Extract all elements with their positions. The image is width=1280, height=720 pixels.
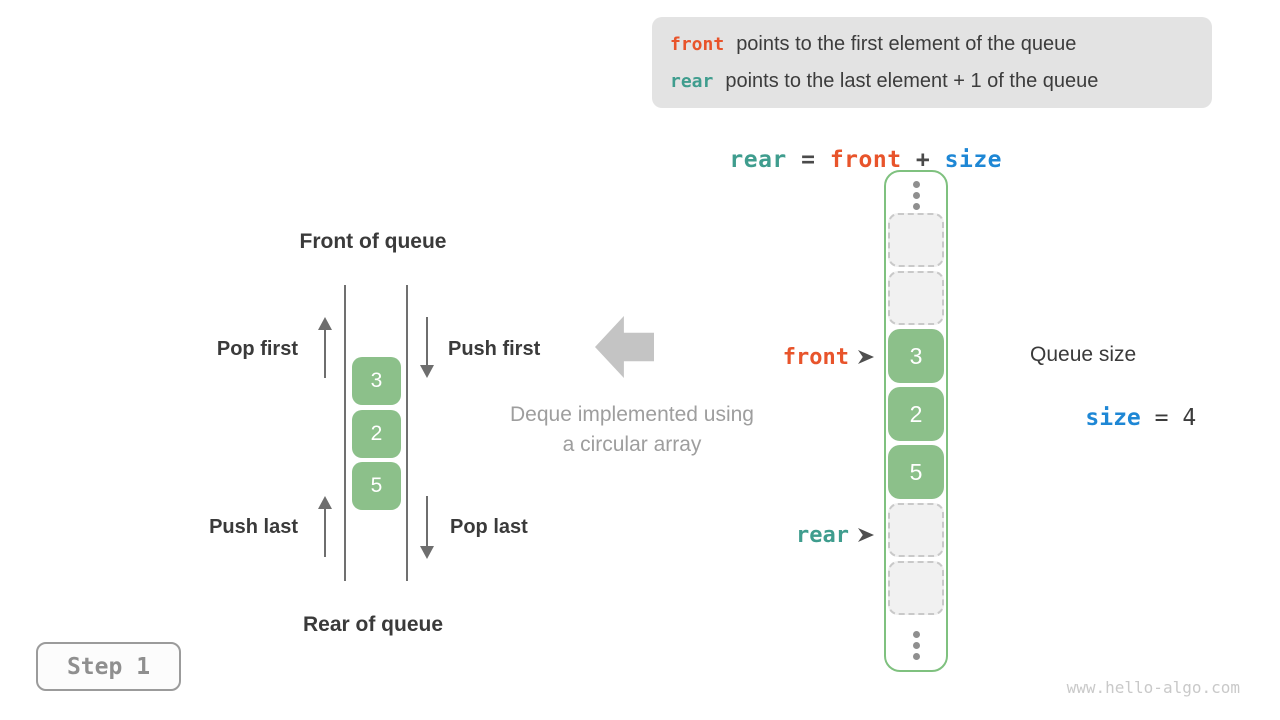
deque-channel-right-line (406, 285, 408, 581)
deque-element: 3 (352, 357, 401, 405)
array-cell-empty (888, 503, 944, 557)
pop-last-arrow-icon (419, 496, 435, 559)
front-pointer: front (783, 344, 874, 370)
array-cell-value: 2 (888, 387, 944, 441)
pop-first-label: Pop first (216, 338, 298, 360)
front-explanation-line: front points to the first element of the… (670, 26, 1212, 63)
front-pointer-label: front (782, 344, 849, 370)
size-value: = 4 (1140, 405, 1197, 431)
array-cell-empty (888, 213, 944, 267)
rear-pointer-label: rear (796, 522, 849, 548)
push-last-label: Push last (209, 516, 298, 538)
caption-line-1: Deque implemented using (510, 403, 754, 426)
rear-pointer: rear (796, 522, 874, 548)
watermark: www.hello-algo.com (1066, 678, 1240, 697)
array-cell-empty (888, 561, 944, 615)
array-cell-empty (888, 271, 944, 325)
left-block-arrow-icon (595, 316, 654, 378)
front-explanation-text: points to the first element of the queue (736, 33, 1077, 55)
step-badge: Step 1 (36, 642, 181, 691)
pop-first-arrow-icon (317, 317, 333, 378)
size-keyword: size (1085, 405, 1141, 431)
rear-pointer-arrow-icon (858, 528, 874, 542)
formula-equals: = (786, 147, 830, 173)
front-of-queue-label: Front of queue (299, 230, 447, 253)
front-pointer-arrow-icon (858, 350, 874, 364)
circular-array-container: 3 2 5 (884, 170, 948, 672)
push-first-arrow-icon (419, 317, 435, 378)
front-keyword: front (670, 34, 725, 55)
ellipsis-top-icon (886, 181, 946, 210)
array-cell-value: 5 (888, 445, 944, 499)
rear-formula: rear = front + size (672, 121, 1002, 199)
ellipsis-bottom-icon (886, 631, 946, 660)
formula-size: size (944, 147, 1003, 173)
rear-explanation-line: rear points to the last element + 1 of t… (670, 63, 1212, 100)
push-first-label: Push first (448, 338, 541, 360)
deque-element: 5 (352, 462, 401, 510)
rear-keyword: rear (670, 71, 714, 92)
diagram-caption: Deque implemented using a circular array (477, 400, 787, 460)
deque-element: 2 (352, 410, 401, 458)
formula-plus: + (901, 147, 945, 173)
array-cell-value: 3 (888, 329, 944, 383)
deque-channel-left-line (344, 285, 346, 581)
formula-front: front (829, 147, 902, 173)
push-last-arrow-icon (317, 496, 333, 557)
queue-size-value-line: size = 4 (1030, 379, 1196, 457)
pointer-explanation-box: front points to the first element of the… (652, 17, 1212, 108)
rear-explanation-text: points to the last element + 1 of the qu… (725, 70, 1099, 92)
queue-size-title: Queue size (1030, 343, 1137, 366)
rear-of-queue-label: Rear of queue (302, 613, 444, 636)
caption-line-2: a circular array (562, 433, 702, 456)
pop-last-label: Pop last (450, 516, 528, 538)
formula-rear: rear (729, 147, 787, 173)
